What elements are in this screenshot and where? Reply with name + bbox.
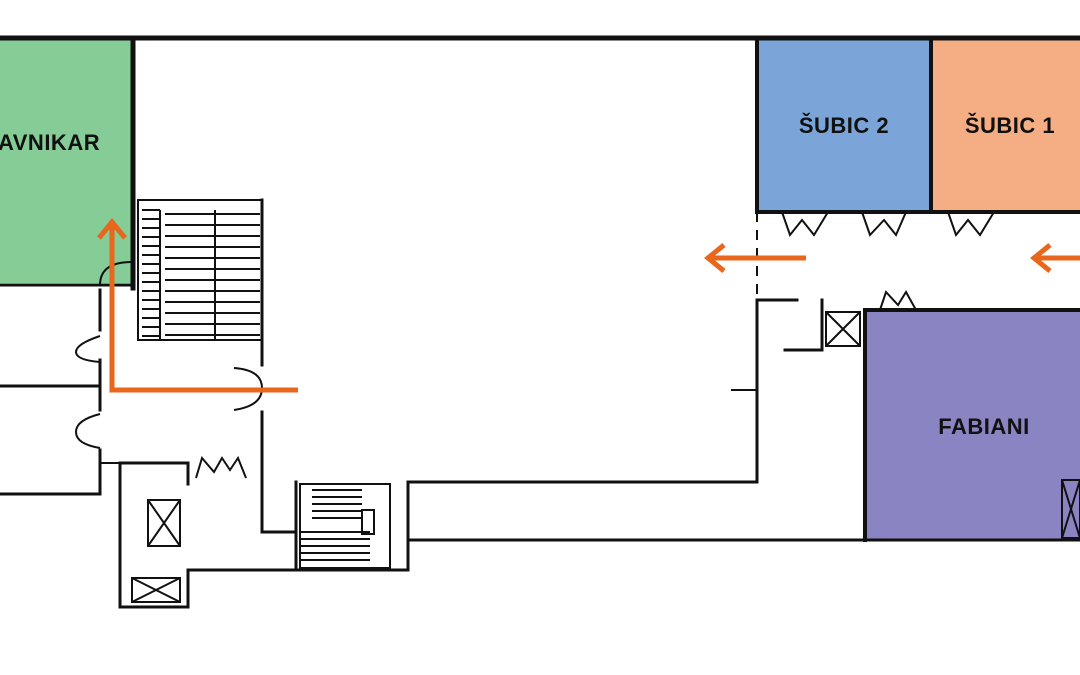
route-path bbox=[109, 225, 298, 393]
left-arrow-2 bbox=[1030, 243, 1052, 273]
room-subic-2-label: ŠUBIC 2 bbox=[799, 113, 889, 138]
lower-staircase bbox=[299, 483, 391, 569]
route bbox=[97, 218, 1080, 393]
room-avnikar-label: AVNIKAR bbox=[0, 130, 100, 155]
up-arrow bbox=[97, 218, 127, 240]
room-subic-1-label: ŠUBIC 1 bbox=[965, 113, 1055, 138]
walls bbox=[0, 35, 1080, 609]
room-fabiani-label: FABIANI bbox=[938, 414, 1030, 439]
main-staircase bbox=[137, 199, 263, 341]
room-fabiani[interactable] bbox=[865, 310, 1080, 540]
left-arrow bbox=[704, 243, 726, 273]
room-subic-1[interactable] bbox=[932, 40, 1080, 212]
elevator-shafts bbox=[131, 311, 1080, 603]
room-subic-2[interactable] bbox=[758, 40, 930, 212]
